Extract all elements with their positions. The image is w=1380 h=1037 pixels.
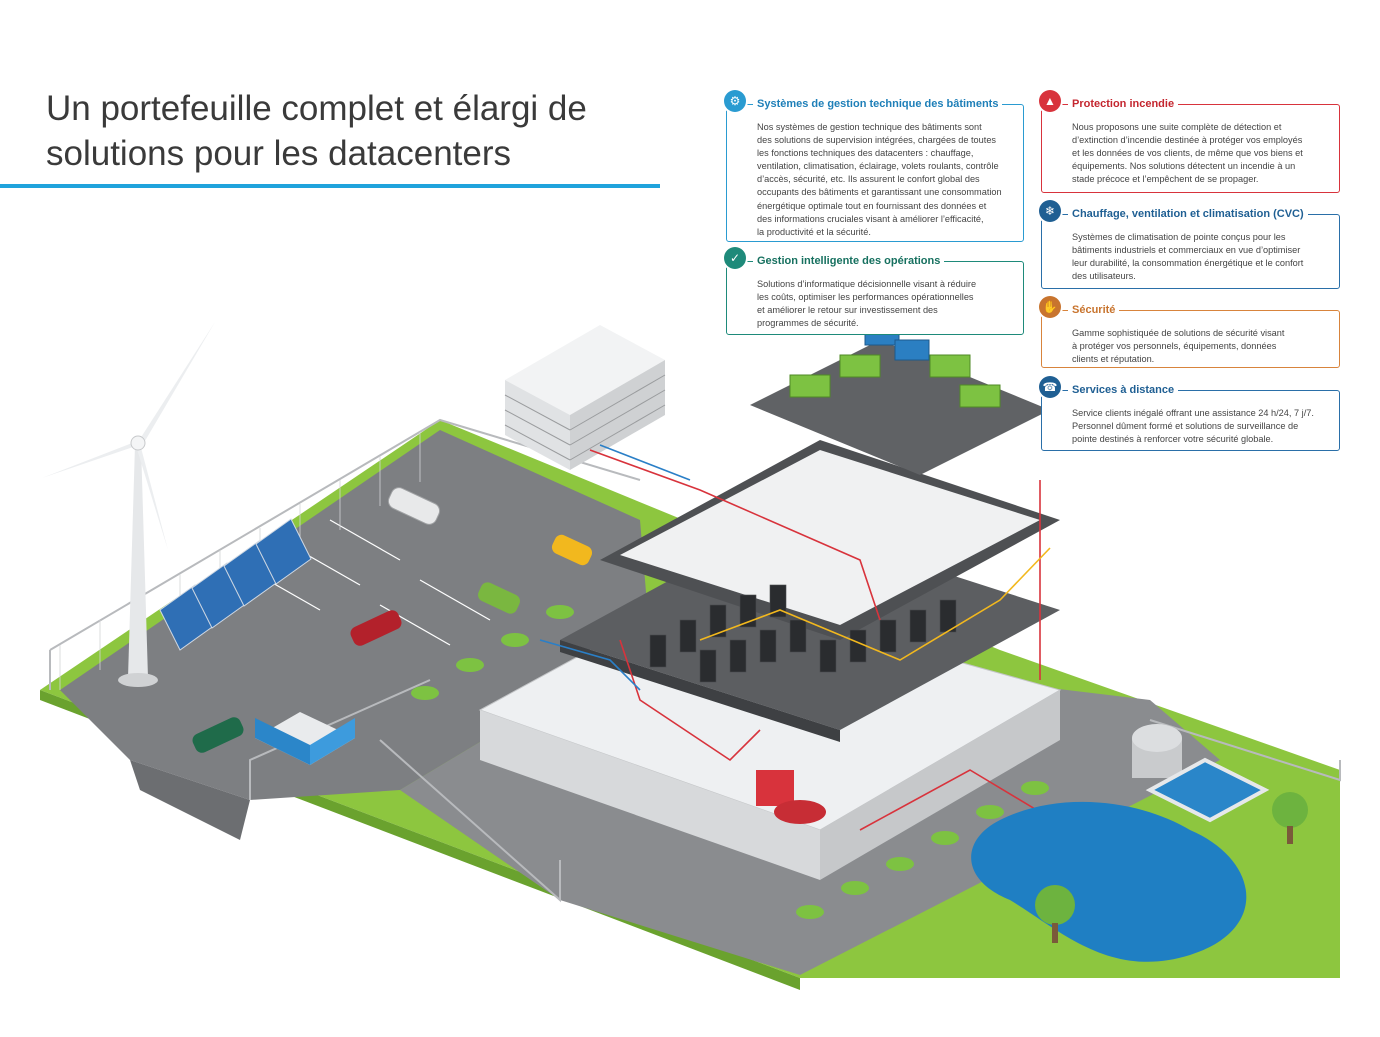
hedges — [411, 605, 1049, 919]
headset-icon: ☎ — [1039, 376, 1061, 398]
hand-icon: ✋ — [1039, 296, 1061, 318]
solar-panels — [159, 518, 312, 651]
trees — [1035, 792, 1308, 943]
panel-fire-protection: ▲ Protection incendie Nous proposons une… — [1039, 90, 1340, 193]
panel-security-title: Sécurité — [1068, 302, 1120, 318]
panel-fire-protection-title: Protection incendie — [1068, 96, 1179, 112]
pond — [971, 801, 1247, 962]
parked-cars — [192, 487, 593, 753]
server-racks — [649, 584, 957, 683]
access-road — [130, 760, 250, 840]
panel-intelligent-operations-text: Solutions d’informatique décisionnelle v… — [757, 279, 977, 329]
panel-security-text: Gamme sophistiquée de solutions de sécur… — [1072, 328, 1285, 365]
panel-building-management-text: Nos systèmes de gestion technique des bâ… — [757, 122, 1002, 237]
panel-hvac: ❄ Chauffage, ventilation et climatisatio… — [1039, 200, 1340, 289]
panel-remote-services: ☎ Services à distance Service clients in… — [1039, 376, 1340, 451]
snowflake-icon: ❄ — [1039, 200, 1061, 222]
flame-icon: ▲ — [1039, 90, 1061, 112]
panel-intelligent-operations-title: Gestion intelligente des opérations — [753, 253, 945, 269]
page-title-line-2: solutions pour les datacenters — [46, 134, 511, 173]
fire-suppression-tanks — [756, 770, 826, 824]
datacenter-building — [478, 340, 1062, 880]
page-title-line-1: Un portefeuille complet et élargi de — [46, 89, 587, 128]
rooftop-cooling-units — [789, 324, 1001, 408]
wind-turbine — [42, 322, 215, 687]
panel-fire-protection-text: Nous proposons une suite complète de dét… — [1072, 122, 1303, 185]
title-underline — [0, 184, 660, 188]
panel-building-management: ⚙ Systèmes de gestion technique des bâti… — [724, 90, 1024, 242]
panel-hvac-text: Systèmes de climatisation de pointe conç… — [1072, 232, 1304, 282]
panel-hvac-title: Chauffage, ventilation et climatisation … — [1068, 206, 1308, 222]
panel-remote-services-text: Service clients inégalé offrant une assi… — [1072, 408, 1314, 445]
page-title: Un portefeuille complet et élargi de sol… — [46, 86, 646, 176]
power-cables — [699, 547, 1051, 661]
panel-remote-services-title: Services à distance — [1068, 382, 1179, 398]
multistorey-parking — [504, 325, 666, 470]
cooling-pipes — [539, 444, 691, 691]
shield-check-icon: ✓ — [724, 247, 746, 269]
water-tank — [1132, 724, 1270, 823]
panel-security: ✋ Sécurité Gamme sophistiquée de solutio… — [1039, 296, 1340, 368]
security-booth — [255, 712, 355, 765]
gears-icon: ⚙ — [724, 90, 746, 112]
panel-intelligent-operations: ✓ Gestion intelligente des opérations So… — [724, 247, 1024, 335]
panel-building-management-title: Systèmes de gestion technique des bâtime… — [753, 96, 1003, 112]
